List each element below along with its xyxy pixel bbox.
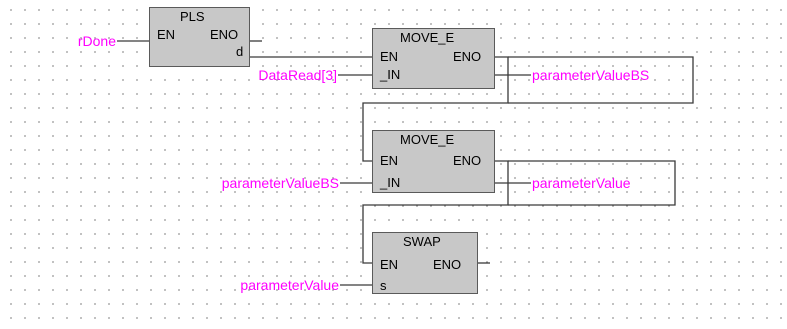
wire-move1-eno-move2-en: [362, 56, 509, 162]
swap-eno-pin: ENO: [433, 257, 462, 272]
swap-en-pin: EN: [380, 257, 399, 272]
move1-eno-pin: ENO: [453, 49, 482, 64]
move-e-block-2[interactable]: MOVE_E EN ENO _IN: [372, 130, 495, 193]
move-e-block-1[interactable]: MOVE_E EN ENO _IN: [372, 28, 495, 89]
move1-en-pin: EN: [380, 49, 399, 64]
pls-block-title: PLS: [180, 9, 205, 24]
move1-in-pin: _IN: [380, 67, 401, 82]
pls-en-pin: EN: [157, 27, 176, 42]
var-parametervaluebs-input[interactable]: parameterValueBS: [221, 175, 339, 191]
pls-d-pin: d: [236, 44, 244, 59]
var-parametervalue-input[interactable]: parameterValue: [240, 277, 339, 293]
swap-block-title: SWAP: [403, 234, 441, 249]
var-dataread-3[interactable]: DataRead[3]: [258, 67, 337, 83]
swap-function-block[interactable]: SWAP EN ENO s: [372, 232, 478, 294]
wire-move2-eno-swap-en: [362, 160, 509, 264]
var-parametervaluebs-output[interactable]: parameterValueBS: [532, 67, 650, 83]
move2-in-pin: _IN: [380, 175, 401, 190]
wire-move2-right-rail: [508, 160, 676, 206]
swap-s-pin: s: [380, 278, 387, 293]
var-parametervalue-output[interactable]: parameterValue: [532, 175, 631, 191]
var-rdone[interactable]: rDone: [77, 33, 116, 49]
pls-function-block[interactable]: PLS EN ENO d: [149, 7, 250, 67]
move2-en-pin: EN: [380, 153, 399, 168]
move1-block-title: MOVE_E: [400, 30, 455, 45]
pls-eno-pin: ENO: [210, 27, 239, 42]
move2-eno-pin: ENO: [453, 153, 482, 168]
wire-move1-right-rail: [508, 56, 694, 104]
move2-block-title: MOVE_E: [400, 132, 455, 147]
